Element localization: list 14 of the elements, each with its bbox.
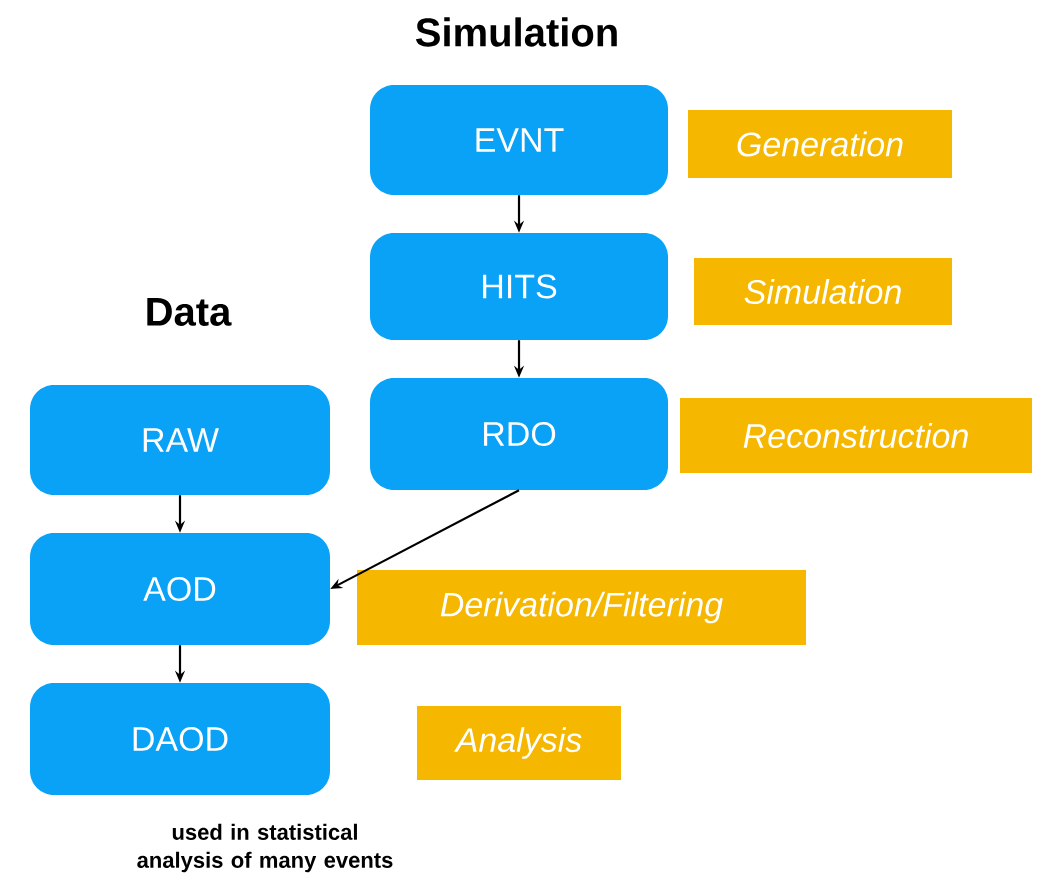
process-box: HITS xyxy=(370,233,668,340)
step-label: Derivation/Filtering xyxy=(357,570,806,645)
step-label: Analysis xyxy=(417,706,621,780)
process-box: EVNT xyxy=(370,85,668,195)
process-box: RDO xyxy=(370,378,668,490)
step-label: Reconstruction xyxy=(680,398,1032,473)
process-box: DAOD xyxy=(30,683,330,795)
process-box: AOD xyxy=(30,533,330,645)
section-heading: Simulation xyxy=(415,17,617,47)
note-text: used in statistical analysis of many events xyxy=(137,823,393,873)
step-label: Generation xyxy=(688,110,952,178)
process-box: RAW xyxy=(30,385,330,495)
step-label: Simulation xyxy=(694,258,952,325)
section-heading: Data xyxy=(147,298,232,326)
